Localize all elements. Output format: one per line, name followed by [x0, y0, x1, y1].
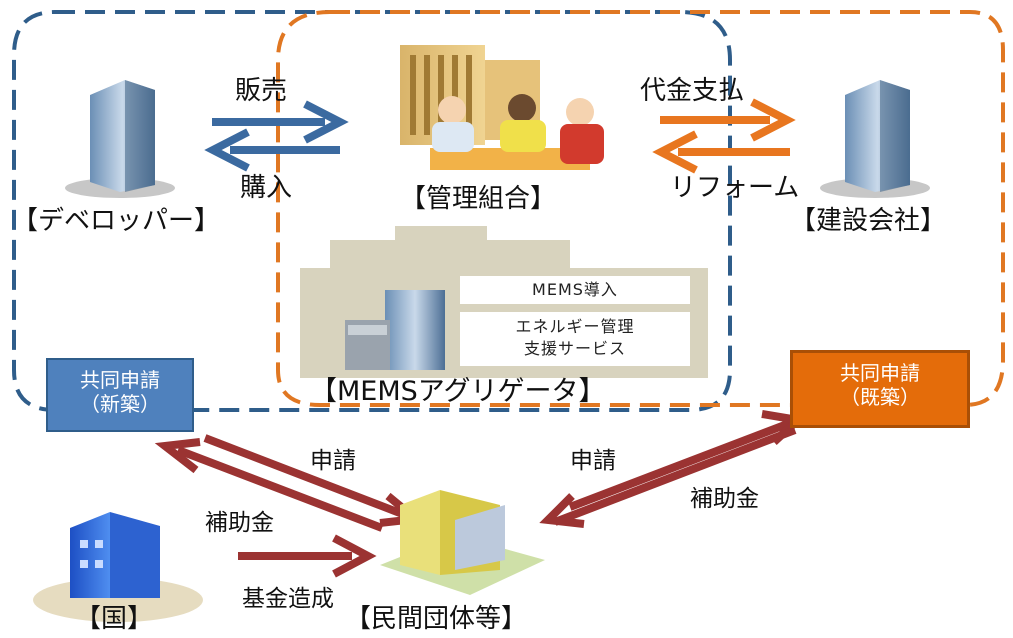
- union-label: 【管理組合】: [400, 184, 557, 214]
- private-organization-label: 【民間団体等】: [345, 604, 528, 634]
- management-union-illustration: [400, 45, 604, 170]
- aggregator-building-icon: [345, 290, 445, 370]
- mems-intro-bar: MEMS導入: [460, 276, 690, 304]
- joint-application-new-box: 共同申請 （新築）: [46, 358, 194, 432]
- aggregator-label: 【MEMSアグリゲータ】: [310, 376, 606, 407]
- subsidy-new-arrow: [154, 438, 384, 532]
- reform-label: リフォーム: [670, 173, 800, 203]
- developer-building-icon: [65, 80, 175, 198]
- construction-label: 【建設会社】: [790, 206, 947, 236]
- apply-left-label: 申請: [310, 448, 356, 474]
- purchase-arrow: [204, 128, 340, 172]
- subsidy-existing-arrow: [539, 426, 797, 528]
- construction-building-icon: [820, 80, 930, 198]
- country-building-icon: [33, 512, 203, 622]
- subsidy-right-label: 補助金: [690, 486, 759, 512]
- sale-label: 販売: [235, 76, 288, 106]
- mems-service-bar: エネルギー管理 支援サービス: [460, 312, 690, 366]
- payment-arrow: [660, 98, 796, 142]
- apply-right-label: 申請: [570, 448, 616, 474]
- joint-application-new-line1: 共同申請: [80, 368, 160, 392]
- country-label: 【国】: [75, 604, 154, 634]
- fund-arrow: [238, 534, 377, 578]
- mems-service-line2: 支援サービス: [523, 339, 626, 358]
- subsidy-left-label: 補助金: [205, 510, 274, 536]
- construction-group-outline: [276, 10, 1005, 407]
- joint-application-new-line2: （新築）: [80, 392, 160, 416]
- payment-label: 代金支払: [640, 76, 745, 106]
- fund-label: 基金造成: [242, 586, 334, 612]
- mems-service-line1: エネルギー管理: [515, 317, 635, 336]
- joint-application-existing-line2: （既築）: [840, 385, 920, 409]
- developer-label: 【デベロッパー】: [12, 206, 221, 236]
- purchase-label: 購入: [240, 173, 293, 203]
- reform-arrow: [652, 130, 790, 174]
- joint-application-existing-box: 共同申請 （既築）: [790, 350, 970, 428]
- private-organization-building-icon: [380, 490, 545, 595]
- developer-group-outline: [12, 10, 732, 412]
- mems-upward-arrow: [330, 226, 570, 268]
- joint-application-existing-line1: 共同申請: [840, 361, 920, 385]
- sale-arrow: [212, 100, 349, 144]
